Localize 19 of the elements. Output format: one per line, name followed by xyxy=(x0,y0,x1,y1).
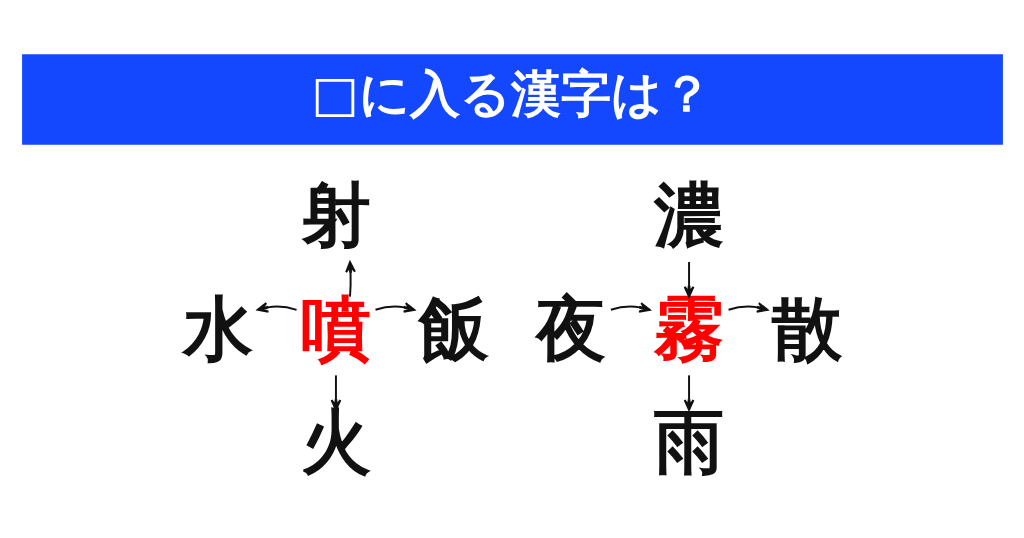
node-text: 雨 xyxy=(653,400,724,482)
arrow xyxy=(727,302,768,313)
node-text: 夜 xyxy=(535,287,606,369)
arrow xyxy=(344,261,356,298)
arrow xyxy=(683,261,694,298)
node-text: 飯 xyxy=(418,287,489,369)
arrow xyxy=(330,374,341,411)
node-text: 火 xyxy=(300,400,371,482)
arrow xyxy=(683,374,694,411)
arrow xyxy=(374,302,415,313)
node-text: 射 xyxy=(300,174,371,256)
node-text: 散 xyxy=(771,287,842,369)
arrow xyxy=(256,302,298,313)
node-text: 水 xyxy=(182,287,253,369)
node-text: 濃 xyxy=(653,174,724,256)
node-text: 霧 xyxy=(653,287,724,369)
node-text: 噴 xyxy=(300,287,371,369)
arrow xyxy=(609,302,651,313)
diagram-title: □に入る漢字は？ xyxy=(310,63,712,123)
